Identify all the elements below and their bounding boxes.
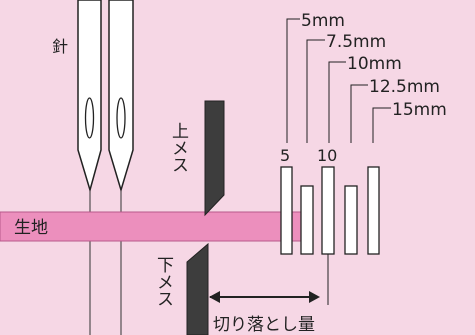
upper-knife-label: 上メス [168,122,189,173]
cut-width-label: 切り落とし量 [213,315,315,335]
guide-plate-7.5mm [300,185,314,255]
guide-label-5mm: 5mm [301,11,345,31]
needle-right [108,0,134,193]
tick-label-10: 10 [317,146,337,165]
leader-12.5mm [350,84,368,143]
guide-label-12.5mm: 12.5mm [369,77,440,97]
tick-label-5: 5 [280,146,290,165]
lower-knife [186,242,209,335]
fabric-label: 生地 [14,218,48,238]
guide-plate-15mm [367,166,380,255]
guide-label-15mm: 15mm [392,100,447,120]
guide-label-10mm: 10mm [347,54,402,74]
guide-plate-5mm [280,166,293,255]
cut-width-arrow-right [309,291,320,303]
leader-15mm [372,107,391,143]
leader-7.5mm [306,39,325,143]
guide-plate-10mm [321,166,335,255]
guide-plate-12.5mm [344,185,358,255]
cut-width-arrow-left [209,291,220,303]
leader-10mm [328,61,346,143]
needle-label: 針 [52,37,68,56]
guide-label-7.5mm: 7.5mm [326,32,386,52]
needle-left [77,0,102,193]
leader-5mm [286,18,300,143]
lower-knife-label: 下メス [153,256,174,307]
upper-knife [204,100,225,217]
fabric-strip [0,211,304,242]
